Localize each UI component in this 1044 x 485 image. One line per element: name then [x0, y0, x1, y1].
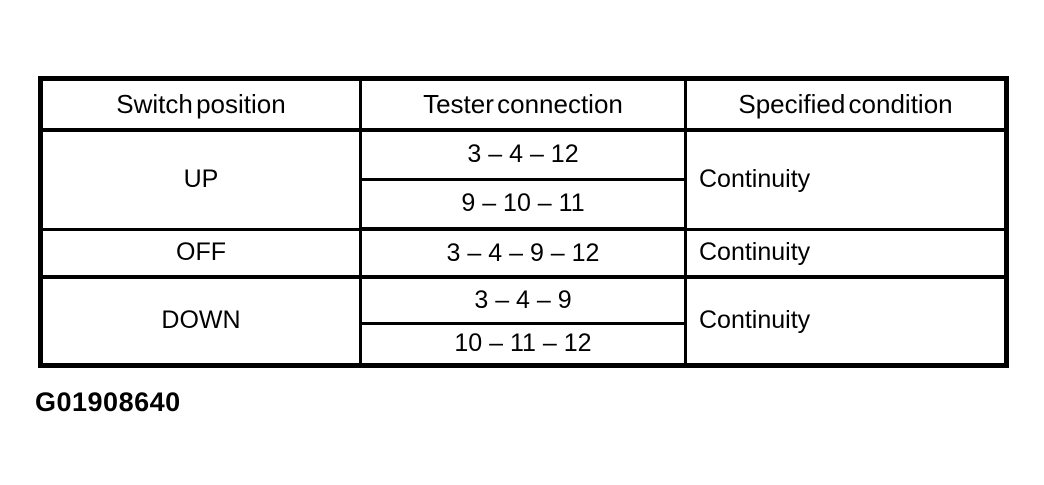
table-row-off: OFF 3 – 4 – 9 – 12 Continuity [39, 227, 1008, 279]
cell-position-down: DOWN [39, 275, 362, 367]
table-row-down: DOWN 3 – 4 – 9 Continuity [39, 275, 1008, 367]
header-switch-position: Switch position [39, 77, 362, 132]
cell-position-up: UP [39, 128, 362, 231]
header-specified-condition: Specified condition [684, 77, 1008, 132]
cell-connection-up-1: 3 – 4 – 12 [359, 128, 687, 181]
cell-connection-off: 3 – 4 – 9 – 12 [359, 227, 687, 279]
table-row-up-sub: 9 – 10 – 11 [41, 177, 1007, 231]
cell-position-off: OFF [39, 227, 362, 279]
switch-continuity-table: Switch position Tester connection Specif… [38, 76, 1009, 368]
table-header-row: Switch position Tester connection Specif… [39, 77, 1008, 132]
figure-code: G01908640 [35, 387, 181, 417]
cell-connection-down-2: 10 – 11 – 12 [359, 321, 687, 367]
header-tester-connection: Tester connection [359, 77, 687, 132]
cell-condition-off: Continuity [684, 227, 1008, 279]
table-row-up: UP 3 – 4 – 12 Continuity [39, 128, 1008, 231]
cell-connection-up-2: 9 – 10 – 11 [359, 177, 687, 231]
cell-condition-up: Continuity [684, 128, 1008, 231]
table-row-down-sub: 10 – 11 – 12 [41, 321, 1007, 367]
cell-connection-down-1: 3 – 4 – 9 [359, 275, 687, 325]
cell-condition-down: Continuity [684, 275, 1008, 367]
